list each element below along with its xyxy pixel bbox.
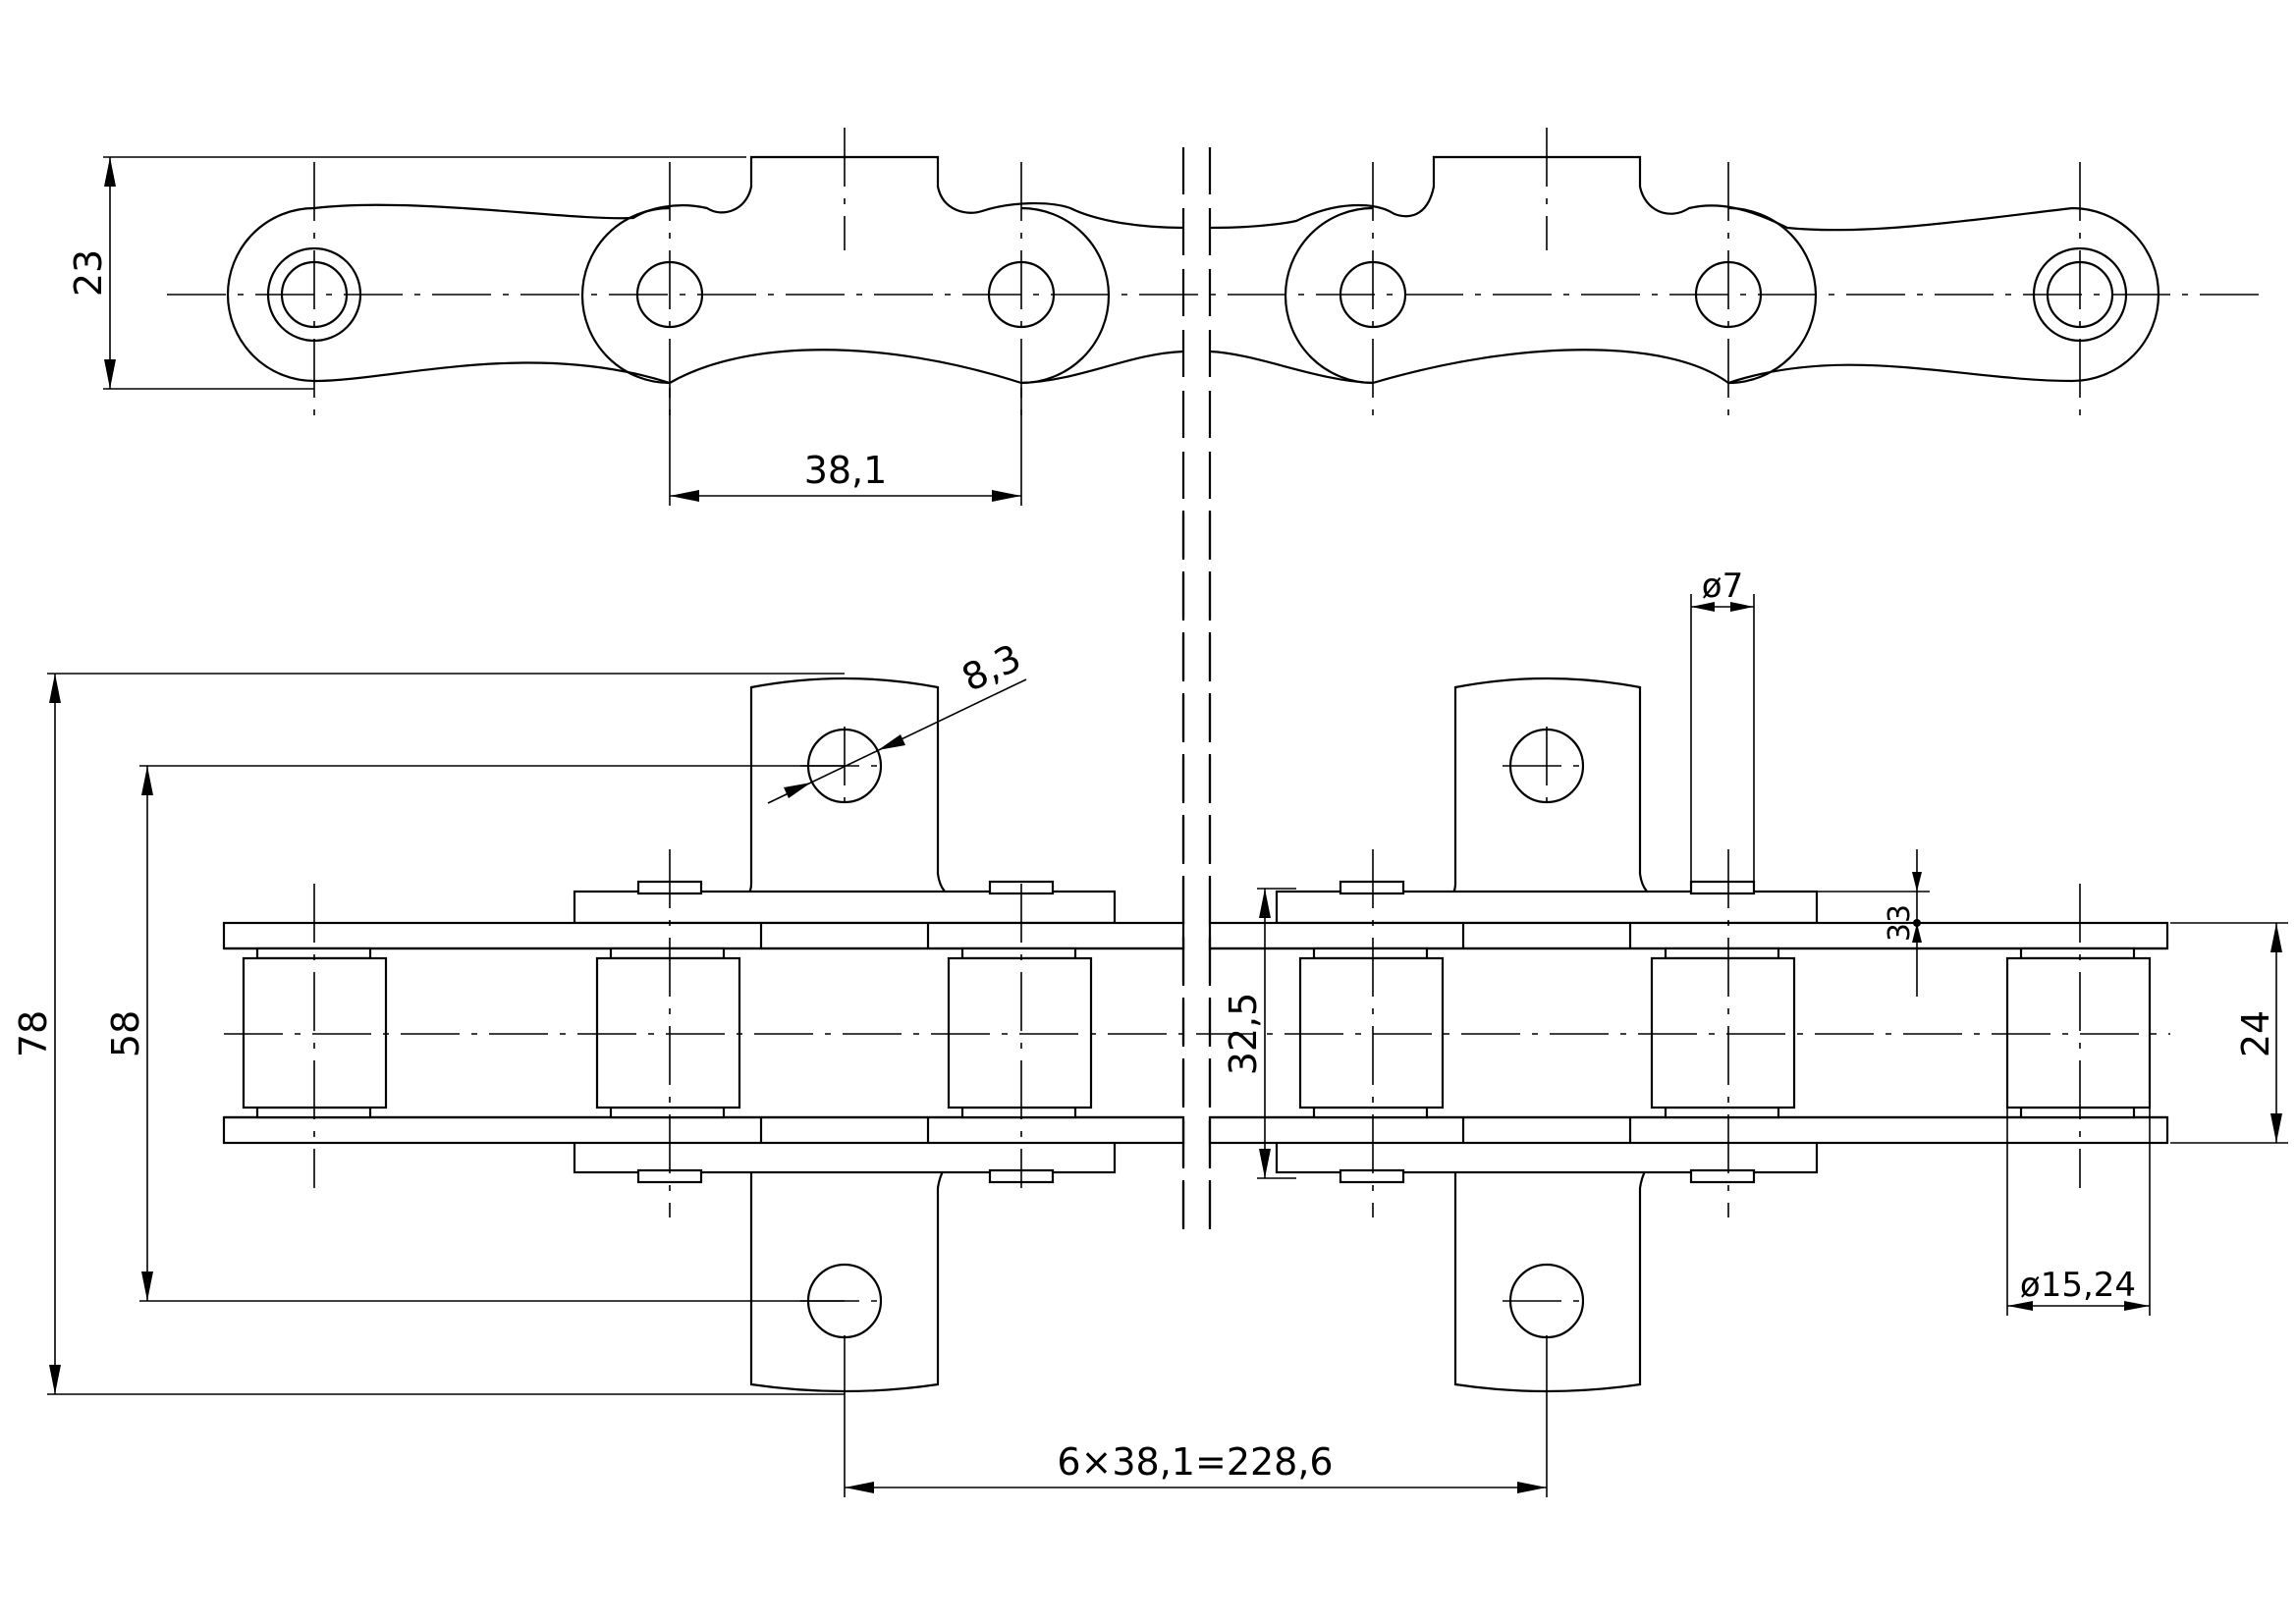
- dim-span-arrow-left: [845, 1482, 874, 1493]
- attachment-upper-left: [730, 676, 969, 925]
- dim-span-arrow-right: [1517, 1482, 1547, 1493]
- break-gap: [1185, 412, 1208, 1247]
- roller-3: [947, 947, 1093, 1119]
- dim-58-arrow-top: [141, 766, 153, 795]
- pin-head-3-top: [1339, 880, 1405, 895]
- dim-24-arrow-top: [2270, 923, 2282, 952]
- dim-78-arrow-bottom: [49, 1365, 61, 1394]
- roller-2: [595, 947, 741, 1119]
- side-view-link-outline-right: [1209, 155, 2160, 385]
- dim-23-arrow-top: [104, 157, 116, 187]
- dim-33-arrow-bottom: [1912, 923, 1922, 943]
- dim-24-label: 24: [2234, 1010, 2277, 1057]
- dim-d15-arrow-right: [2124, 1301, 2150, 1311]
- dim-33-label: 33: [1883, 904, 1917, 942]
- dim-23-arrow-bottom: [104, 359, 116, 389]
- dim-58-arrow-bottom: [141, 1271, 153, 1301]
- dim-32-5-arrow-bottom: [1259, 1149, 1271, 1178]
- dim-32-5-label: 32,5: [1222, 993, 1265, 1076]
- side-view-roller-arc-4: [1284, 206, 1374, 385]
- side-view-roller-arc-3: [1020, 206, 1111, 385]
- side-plate-top-left: [222, 921, 1185, 950]
- dim-23-label: 23: [67, 249, 110, 297]
- side-plate-top-right: [1208, 921, 2169, 950]
- pin-head-3-bottom: [1339, 1168, 1405, 1184]
- roller-6: [2005, 947, 2152, 1119]
- attachment-lower-left: [729, 1139, 970, 1393]
- dim-8-3-arrow-1: [784, 783, 811, 798]
- pin-head-4-top: [1689, 880, 1756, 895]
- dim-span-label: 6×38,1=228,6: [1057, 1440, 1333, 1484]
- base-plate-lr: [1275, 1139, 1819, 1174]
- plan-view: 78 58 8,3 ø7 33 32,5: [12, 412, 2288, 1497]
- dim-33-arrow-top: [1912, 872, 1922, 892]
- pin-head-4-bottom: [1689, 1168, 1756, 1184]
- dim-d7-arrow-right: [1730, 602, 1754, 612]
- dim-d7-arrow-left: [1691, 602, 1715, 612]
- base-plate-ul: [573, 890, 1117, 925]
- side-view-roller-arc-5: [1727, 206, 1818, 385]
- roller-5: [1650, 947, 1796, 1119]
- dim-d15-arrow-left: [2007, 1301, 2033, 1311]
- side-plate-bottom-right: [1208, 1115, 2169, 1145]
- dim-d7-label: ø7: [1702, 567, 1743, 606]
- base-plate-ur: [1275, 890, 1819, 925]
- side-view-link-outline-left: [226, 155, 1184, 385]
- dim-58-label: 58: [104, 1010, 147, 1057]
- base-plate-ll: [573, 1139, 1117, 1174]
- dim-pitch-arrow-left: [670, 490, 699, 502]
- dim-d15-label: ø15,24: [2020, 1266, 2136, 1305]
- dim-24-arrow-bottom: [2270, 1113, 2282, 1143]
- dim-33-dot: [1913, 919, 1921, 927]
- side-view: 23 38,1: [67, 128, 2264, 506]
- dim-32-5-arrow-top: [1259, 889, 1271, 918]
- side-view-roller-arc-2: [580, 206, 671, 385]
- roller-4: [1298, 947, 1445, 1119]
- dim-8-3-label: 8,3: [956, 636, 1027, 700]
- dim-pitch-arrow-right: [992, 490, 1021, 502]
- dim-78-arrow-top: [49, 674, 61, 703]
- dim-pitch-label: 38,1: [804, 449, 888, 492]
- dim-78-label: 78: [12, 1010, 55, 1057]
- dim-8-3-arrow-2: [878, 734, 905, 750]
- side-plate-bottom-left: [222, 1115, 1185, 1145]
